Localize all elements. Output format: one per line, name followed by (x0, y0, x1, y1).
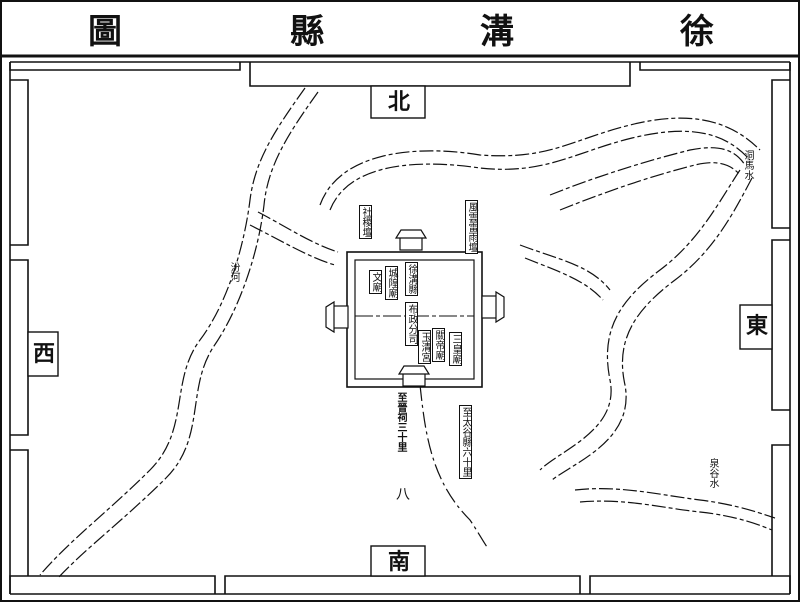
county-office-label: 徐溝縣 (405, 262, 418, 296)
north-box (370, 85, 426, 119)
west-label: 西 (32, 341, 55, 367)
east-branch-b (559, 162, 741, 211)
east-box (739, 304, 773, 350)
title-char-3: 溝 (480, 12, 514, 52)
south-label: 南 (387, 549, 410, 575)
river-label-southeast: 泉谷水 (707, 458, 718, 488)
guan-di-label: 關帝廟 (432, 328, 445, 362)
ne-river-d (524, 257, 604, 301)
east-label: 東 (745, 313, 768, 339)
title-char-2: 縣 (290, 12, 324, 52)
north-label: 北 (387, 89, 410, 115)
san-huang-label: 三皇廟 (449, 332, 462, 366)
gate-towers (325, 229, 505, 387)
se-river-b (579, 500, 773, 531)
title-char-4: 徐 (680, 12, 714, 52)
map-frame (9, 61, 791, 595)
west-river-b (57, 91, 319, 579)
cheng-huang-label: 城隍廟 (385, 266, 398, 300)
south-box (370, 545, 426, 577)
se-river-a (574, 488, 776, 519)
north-river-b (329, 130, 751, 211)
west-branch-b (257, 211, 339, 253)
rivers (39, 87, 776, 579)
ne-river-b (551, 177, 753, 481)
north-river-a (319, 117, 761, 206)
bu-zheng-si-label: 布政分司 (405, 302, 418, 346)
east-branch-a (549, 147, 746, 196)
title-char-1: 圖 (88, 12, 122, 52)
wen-miao-label: 文廟 (369, 270, 382, 294)
feng-yun-tan-label: 風雲雷雨壇 (465, 200, 478, 254)
river-label-west: 汾河 (228, 262, 239, 282)
yu-qing-gong-label: 玉清宮 (418, 330, 431, 364)
west-river-a (39, 87, 306, 576)
south-road (419, 384, 489, 549)
south-road-label: 至晉祠三十里 (395, 392, 406, 452)
ne-river-a (539, 169, 741, 471)
she-ji-tan-label: 社稷壇 (359, 205, 372, 239)
south-mountain-label: 至太谷縣六十里 (459, 405, 472, 479)
west-box (27, 331, 59, 377)
ne-river-c (519, 244, 611, 291)
mark-eight: 八 (396, 487, 410, 503)
west-branch-a (249, 224, 336, 266)
river-label-northeast: 洞馬水 (742, 150, 753, 180)
